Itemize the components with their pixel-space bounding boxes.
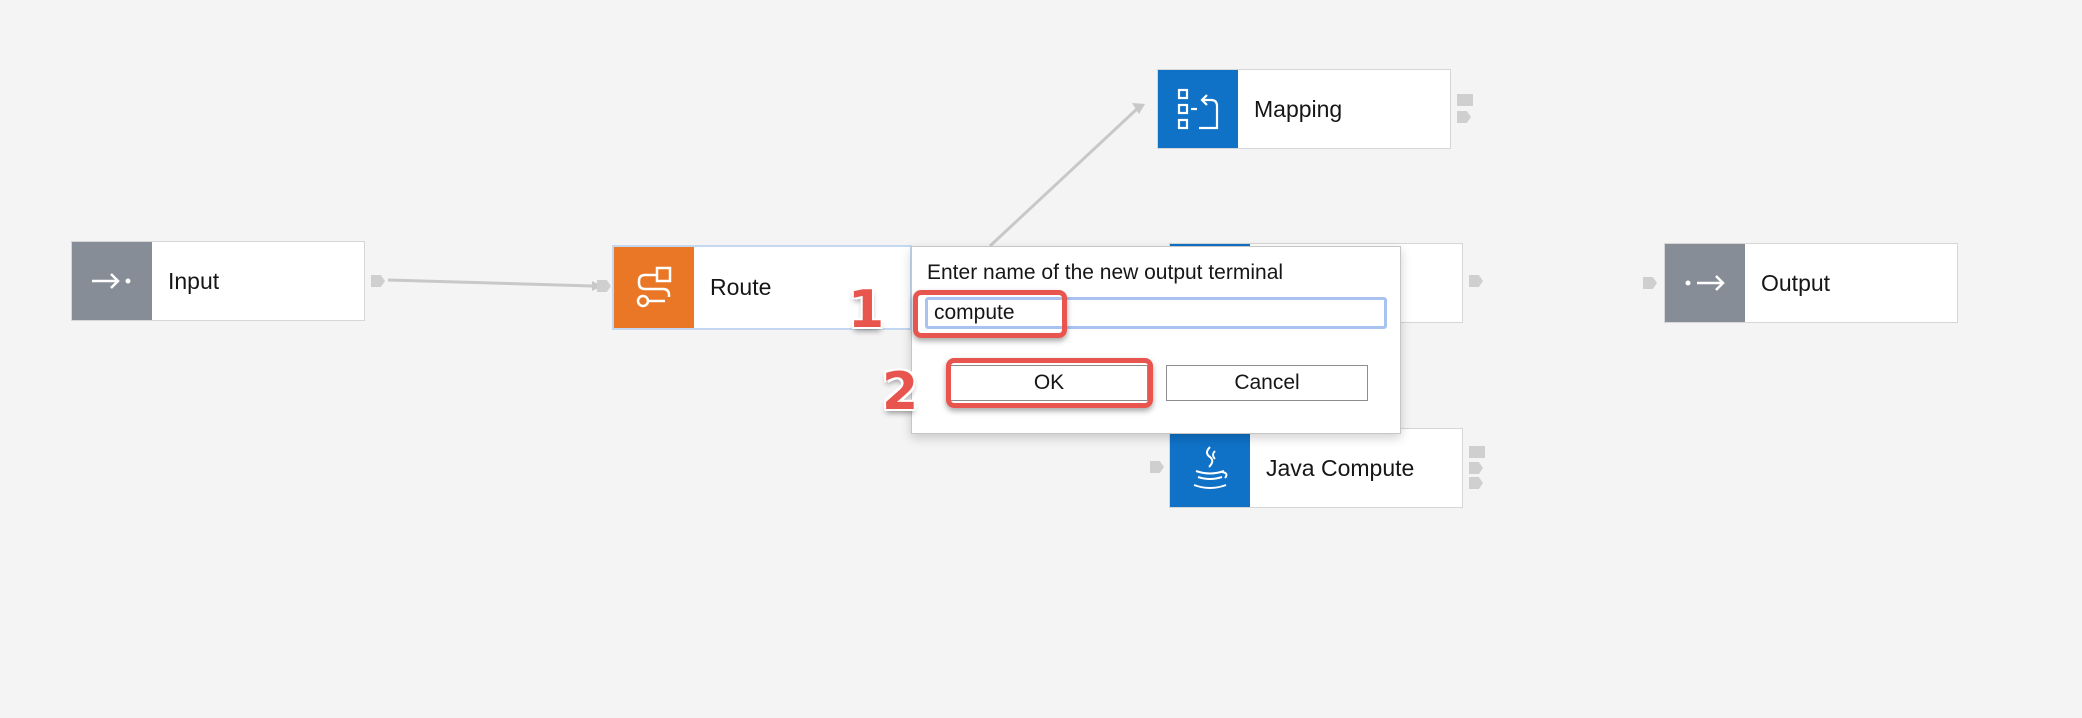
- new-terminal-dialog: Enter name of the new output terminal OK…: [911, 246, 1401, 434]
- input-node-icon-box: [72, 242, 152, 320]
- obscured-out-terminal[interactable]: [1469, 275, 1483, 287]
- node-label: Java Compute: [1266, 454, 1415, 481]
- callout-step-1: 1: [848, 280, 885, 340]
- route-node-icon-box: [614, 247, 694, 328]
- node-route[interactable]: Route: [612, 245, 912, 330]
- callout-step-2: 2: [882, 362, 919, 422]
- java-icon: [1193, 446, 1228, 489]
- terminal-name-input[interactable]: [925, 297, 1387, 329]
- java-compute-out-terminal[interactable]: [1469, 446, 1485, 458]
- node-label: Output: [1761, 269, 1831, 296]
- node-input[interactable]: Input: [71, 241, 365, 321]
- ok-button[interactable]: OK: [950, 365, 1148, 401]
- dialog-prompt: Enter name of the new output terminal: [927, 261, 1284, 284]
- callout-highlight-ok: [946, 358, 1153, 408]
- java-compute-node-icon-box: [1170, 429, 1250, 507]
- node-java-compute[interactable]: Java Compute: [1169, 428, 1463, 508]
- input-out-terminal[interactable]: [371, 275, 385, 287]
- route-icon: [636, 266, 672, 307]
- cancel-button[interactable]: Cancel: [1166, 365, 1368, 401]
- java-compute-out-terminal[interactable]: [1469, 462, 1483, 474]
- mapping-node-icon-box: [1158, 70, 1238, 148]
- connection-input-route[interactable]: [387, 278, 593, 288]
- output-in-terminal[interactable]: [1643, 277, 1657, 289]
- java-compute-out-terminal[interactable]: [1469, 477, 1483, 489]
- mapping-icon: [1177, 88, 1219, 130]
- output-node-icon-box: [1665, 244, 1745, 322]
- node-label: Input: [168, 267, 220, 294]
- arrow-out-icon: [1685, 275, 1725, 291]
- node-output[interactable]: Output: [1664, 243, 1958, 323]
- mapping-out-terminal[interactable]: [1457, 94, 1473, 106]
- connection-route-mapping[interactable]: [988, 106, 1140, 248]
- node-label: Route: [710, 274, 772, 300]
- node-label: Mapping: [1254, 95, 1343, 122]
- mapping-out-terminal[interactable]: [1457, 111, 1471, 123]
- connection-arrow: [1132, 103, 1145, 114]
- route-in-terminal[interactable]: [597, 280, 611, 292]
- arrow-in-icon: [92, 273, 131, 289]
- callout-highlight-input: [913, 290, 1067, 338]
- java-compute-in-terminal[interactable]: [1150, 461, 1164, 473]
- node-mapping[interactable]: Mapping: [1157, 69, 1451, 149]
